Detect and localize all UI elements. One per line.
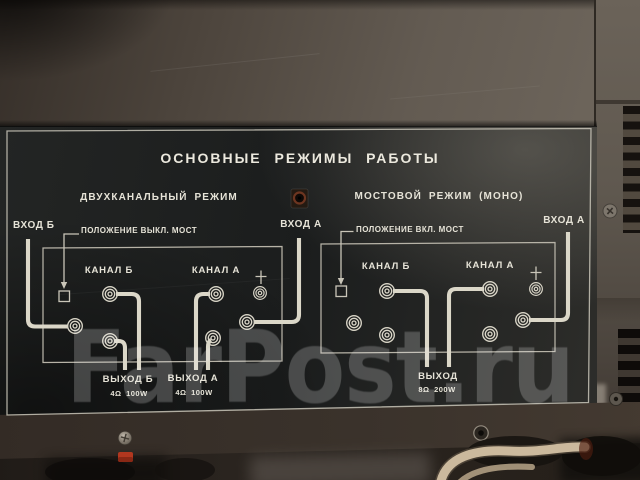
switch-note-left: ПОЛОЖЕНИЕ ВЫКЛ. МОСТ [81,226,198,235]
input-b-label: ВХОД Б [13,220,55,231]
amp-top-surface [0,0,640,128]
amp-right-side [592,0,640,480]
cable-icon [457,463,535,480]
ground-icon [530,266,542,280]
output-mono-spec: 8Ω 200W [418,385,456,394]
input-a-trace-left [254,238,302,325]
screw-icon [117,430,133,446]
chassis-seam [596,100,640,104]
channel-b-top-trace [116,291,142,370]
terminal-icon [379,283,395,299]
channel-b-bottom-trace [114,338,128,370]
output-mono-label: ВЫХОД [418,371,458,382]
arrow-down-icon [60,282,68,289]
channel-a-label-right: КАНАЛ А [465,260,515,271]
switch-note-right: ПОЛОЖЕНИЕ ВКЛ. МОСТ [356,225,464,234]
cable-icon [436,442,590,480]
chassis-seam [596,298,640,322]
arrow-down-icon [337,278,345,285]
terminal-icon [208,286,224,302]
bridge-diagram-box [320,241,556,354]
bridge-channel-a-trace [446,286,484,367]
bridge-switch-icon [58,290,71,303]
panel-border [6,127,592,416]
bridge-switch-icon [335,285,348,298]
floor-shadow [45,458,135,480]
input-a-trace-right [529,232,571,323]
output-b-spec: 4Ω 100W [110,389,148,398]
screw-icon [609,392,623,406]
output-a-spec: 4Ω 100W [175,388,213,397]
input-a-label-right: ВХОД А [543,215,585,226]
channel-b-label-right: КАНАЛ Б [361,261,411,272]
bridge-mono-header: МОСТОВОЙ РЕЖИМ (МОНО) [354,191,524,202]
bridge-channel-b-trace [393,288,430,367]
channel-a-label-left: КАНАЛ А [191,265,241,276]
floor-shadow [155,458,215,480]
switch-pointer-right [340,230,354,283]
screw-icon [602,203,618,219]
input-b-trace [25,239,68,329]
watermark: FarPost.ru [66,309,575,426]
red-connector-icon [118,452,133,462]
terminal-icon [482,281,498,297]
ground-terminal-icon [529,282,543,296]
channel-a-top-trace [193,291,210,370]
panel-screw-hole-icon [290,188,309,209]
panel-title: ОСНОВНЫЕ РЕЖИМЫ РАБОТЫ [160,150,440,166]
heatsink-fins-icon [623,106,640,233]
channel-b-label-left: КАНАЛ Б [84,265,134,276]
ground-icon [255,270,267,284]
panel-shadow [0,120,597,127]
terminal-icon [102,286,118,302]
output-a-label: ВЫХОД А [167,373,219,384]
switch-pointer-left [63,233,79,287]
screw-icon [473,425,489,441]
two-channel-header: ДВУХКАНАЛЬНЫЙ РЕЖИМ [80,192,238,203]
input-a-label-left: ВХОД А [280,219,322,230]
output-b-label: ВЫХОД Б [102,374,154,385]
ground-terminal-icon [253,286,267,300]
two-channel-diagram-box [42,245,283,364]
red-connector-icon [579,438,593,460]
